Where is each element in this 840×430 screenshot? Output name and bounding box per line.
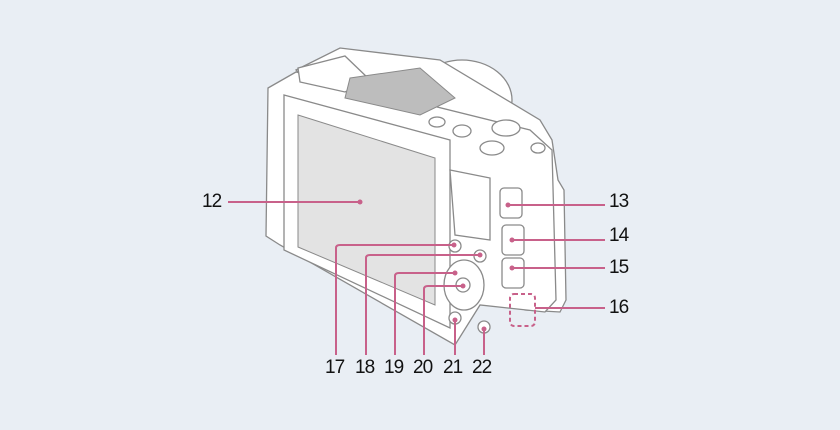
top-button [530, 142, 546, 154]
callout-17: 17 [325, 357, 345, 378]
callout-12: 12 [202, 191, 222, 212]
top-button [428, 116, 446, 128]
leader-18 [365, 254, 480, 355]
callout-21: 21 [443, 357, 463, 378]
speaker-grille [344, 67, 456, 116]
callout-19: 19 [384, 357, 404, 378]
port-cover [499, 187, 523, 219]
n-mark-dashed-area [509, 293, 536, 327]
thumb-grip [449, 169, 491, 241]
leader-19 [394, 272, 455, 355]
leader-17 [335, 244, 454, 355]
callout-15: 15 [609, 257, 629, 278]
callout-13: 13 [609, 191, 629, 212]
leader-20 [423, 285, 463, 355]
shutter-button [479, 140, 505, 156]
callout-14: 14 [609, 225, 629, 246]
callout-22: 22 [472, 357, 492, 378]
mode-dial [491, 119, 521, 137]
callout-16: 16 [609, 297, 629, 318]
callout-18: 18 [355, 357, 375, 378]
callout-20: 20 [413, 357, 433, 378]
top-button [452, 124, 472, 138]
port-cover [501, 257, 525, 289]
